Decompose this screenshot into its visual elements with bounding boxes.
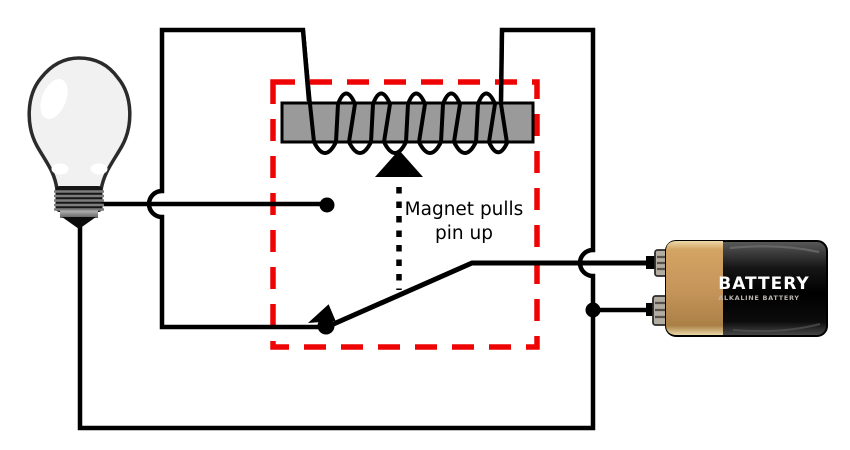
bulb-highlight-small-left [51, 163, 69, 175]
battery-gloss-top [729, 245, 820, 254]
wire-junction-dot [585, 302, 601, 318]
switch-arm [327, 260, 656, 329]
bulb-collar [60, 210, 98, 218]
wire-coil-battery-bulb-return [77, 27, 596, 431]
battery-tan-section [666, 241, 723, 335]
bulb-screw-threads [54, 190, 104, 211]
annotation-line1: Magnet pulls [405, 199, 524, 220]
bulb-glass [27, 56, 132, 192]
light-bulb-icon [27, 56, 132, 229]
bulb-tip-contact [62, 217, 96, 229]
bulb-screw-base [55, 186, 103, 212]
battery-label: BATTERY [718, 274, 809, 294]
nine-volt-battery-icon: BATTERY ALKALINE BATTERY [646, 240, 828, 337]
relay-dashed-boundary [270, 79, 540, 350]
bulb-highlight-small-right [90, 163, 108, 175]
annotation-line2: pin up [435, 223, 493, 244]
annotation-label: Magnet pulls pin up [405, 199, 524, 244]
battery-sublabel: ALKALINE BATTERY [718, 294, 799, 302]
electromagnet-coil-icon [301, 29, 509, 155]
battery-gloss-bottom [732, 323, 821, 333]
switch-pivot-dot [317, 317, 335, 335]
wire-coil-to-switch-pivot [146, 27, 323, 330]
switch-upper-contact-dot [319, 197, 335, 213]
bulb-highlight [40, 79, 68, 119]
up-arrow-icon [375, 150, 423, 177]
